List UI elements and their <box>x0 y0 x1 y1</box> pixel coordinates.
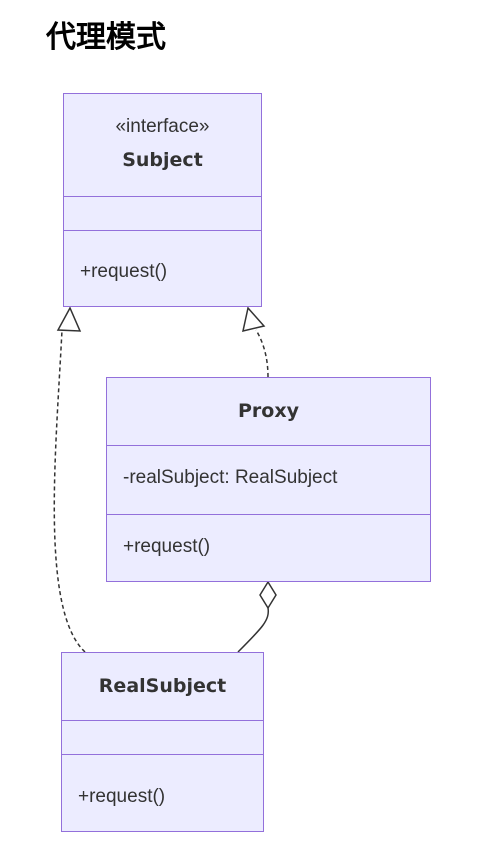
realsubject-name: RealSubject <box>98 675 227 697</box>
proxy-name: Proxy <box>238 400 299 422</box>
aggregation-diamond <box>259 580 277 610</box>
edge-realsubject-to-proxy <box>237 607 270 653</box>
realsubject-header: RealSubject <box>62 653 263 721</box>
subject-header: «interface» Subject <box>64 94 261 197</box>
realsubject-method: +request() <box>78 786 166 807</box>
proxy-header: Proxy <box>107 378 430 446</box>
proxy-methods: +request() <box>107 514 430 581</box>
proxy-method: +request() <box>123 536 211 557</box>
class-realsubject: RealSubject +request() <box>61 652 264 832</box>
proxy-attribute: -realSubject: RealSubject <box>123 467 338 488</box>
realization-arrow-proxy <box>242 306 266 333</box>
subject-name: Subject <box>122 149 203 171</box>
diagram-title: 代理模式 <box>46 20 166 55</box>
realsubject-attributes <box>62 720 263 755</box>
class-proxy: Proxy -realSubject: RealSubject +request… <box>106 377 431 582</box>
subject-stereotype: «interface» <box>115 116 210 137</box>
class-subject: «interface» Subject +request() <box>63 93 262 307</box>
edge-proxy-to-subject <box>255 329 269 378</box>
subject-methods: +request() <box>64 230 261 306</box>
edge-realsubject-to-subject <box>53 329 86 653</box>
subject-attributes <box>64 196 261 231</box>
realization-arrow-realsubject <box>56 306 82 332</box>
proxy-attributes: -realSubject: RealSubject <box>107 445 430 515</box>
realsubject-methods: +request() <box>62 754 263 831</box>
subject-method: +request() <box>80 261 168 282</box>
